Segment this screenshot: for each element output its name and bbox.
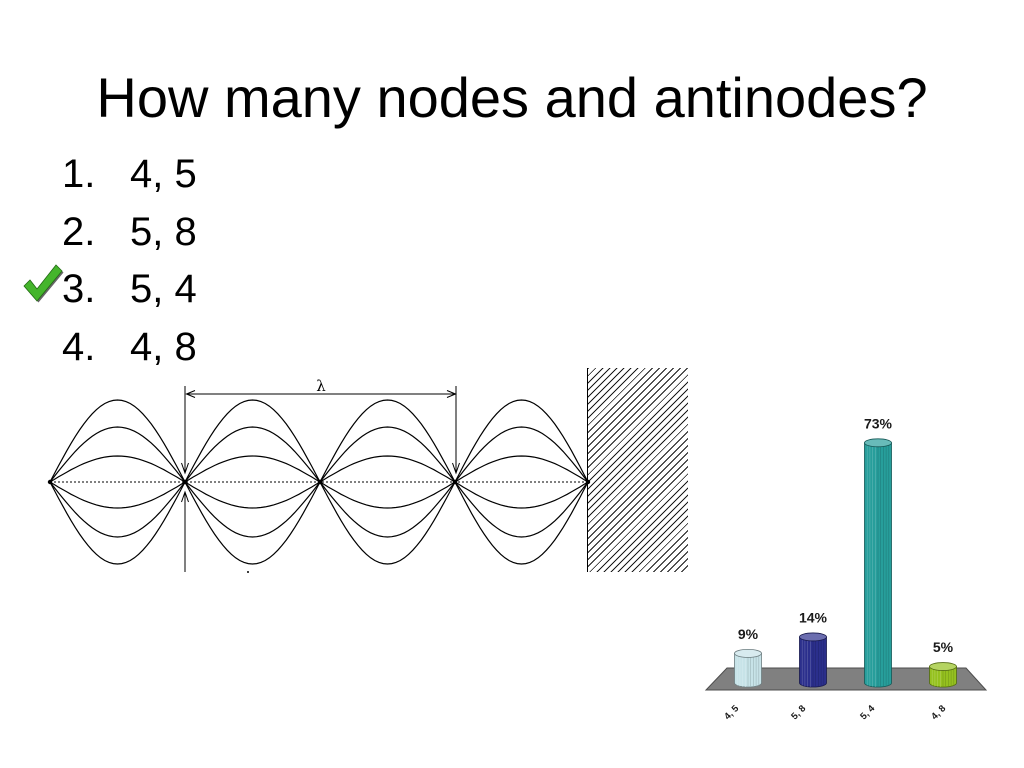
category-label: 4, 8 xyxy=(929,703,948,722)
node-points xyxy=(47,479,591,485)
category-label: 5, 8 xyxy=(789,703,808,722)
wave-envelope-curve xyxy=(49,399,589,484)
bar-top xyxy=(864,438,892,448)
wave-envelope-curve xyxy=(49,455,589,483)
data-label: 73% xyxy=(864,415,893,431)
wave-envelope-curve xyxy=(49,481,589,538)
arrowhead-down-icon xyxy=(181,462,189,475)
slide-title: How many nodes and antinodes? xyxy=(96,66,928,129)
category-label: 5, 4 xyxy=(858,703,877,722)
bar-cylinder xyxy=(734,648,762,688)
data-label: 5% xyxy=(933,639,954,655)
option-number: 3. xyxy=(62,267,96,312)
checkmark-shape xyxy=(23,264,63,303)
option-item: 3. 5, 4 xyxy=(0,261,420,319)
results-bar-chart: 9% 14% 73% 5% 4, 5 5, 8 5, 4 4, 8 xyxy=(704,415,988,722)
bar-cylinder xyxy=(929,662,957,688)
wave-envelope-curve xyxy=(49,480,589,565)
option-text: 5, 4 xyxy=(130,267,197,312)
bar-series: 9% 14% 73% 5% xyxy=(734,415,957,688)
wavelength-arrow xyxy=(181,386,460,572)
chart-floor xyxy=(704,667,988,691)
wave-envelope-curve xyxy=(49,426,589,483)
arrowhead-up-icon xyxy=(181,490,189,503)
bar-top xyxy=(799,632,827,642)
small-mark xyxy=(247,571,249,573)
option-number: 4. xyxy=(62,325,96,370)
node-point xyxy=(317,479,323,485)
hatched-wall xyxy=(587,368,688,572)
option-text: 5, 8 xyxy=(130,209,197,254)
arrowhead-left-icon xyxy=(185,390,196,398)
bar-cylinder xyxy=(864,438,892,688)
option-item: 2. 5, 8 xyxy=(0,204,420,262)
option-text: 4, 8 xyxy=(130,325,197,370)
bar-top xyxy=(929,662,957,671)
node-point xyxy=(452,479,458,485)
category-label: 4, 5 xyxy=(722,703,741,722)
option-text: 4, 5 xyxy=(130,152,197,196)
answer-options-list: 1. 4, 5 2. 5, 8 3. 5, 4 4. 4, 8 xyxy=(0,146,420,378)
option-item: 1. 4, 5 xyxy=(0,146,420,204)
standing-wave-diagram: λ xyxy=(47,377,591,573)
data-label: 14% xyxy=(799,609,828,625)
wavelength-label: λ xyxy=(316,377,326,395)
node-point xyxy=(182,479,188,485)
node-point xyxy=(47,479,53,485)
node-point xyxy=(585,479,591,485)
option-number: 1. xyxy=(62,152,96,196)
arrowhead-down-icon xyxy=(452,462,460,475)
wave-envelope-curve xyxy=(49,481,589,509)
option-number: 2. xyxy=(62,209,96,254)
category-axis-labels: 4, 5 5, 8 5, 4 4, 8 xyxy=(722,703,948,722)
bar-cylinder xyxy=(799,632,827,688)
data-label: 9% xyxy=(738,626,759,642)
bar-top xyxy=(734,648,762,658)
checkmark-icon xyxy=(22,261,66,305)
option-item: 4. 4, 8 xyxy=(0,319,420,377)
